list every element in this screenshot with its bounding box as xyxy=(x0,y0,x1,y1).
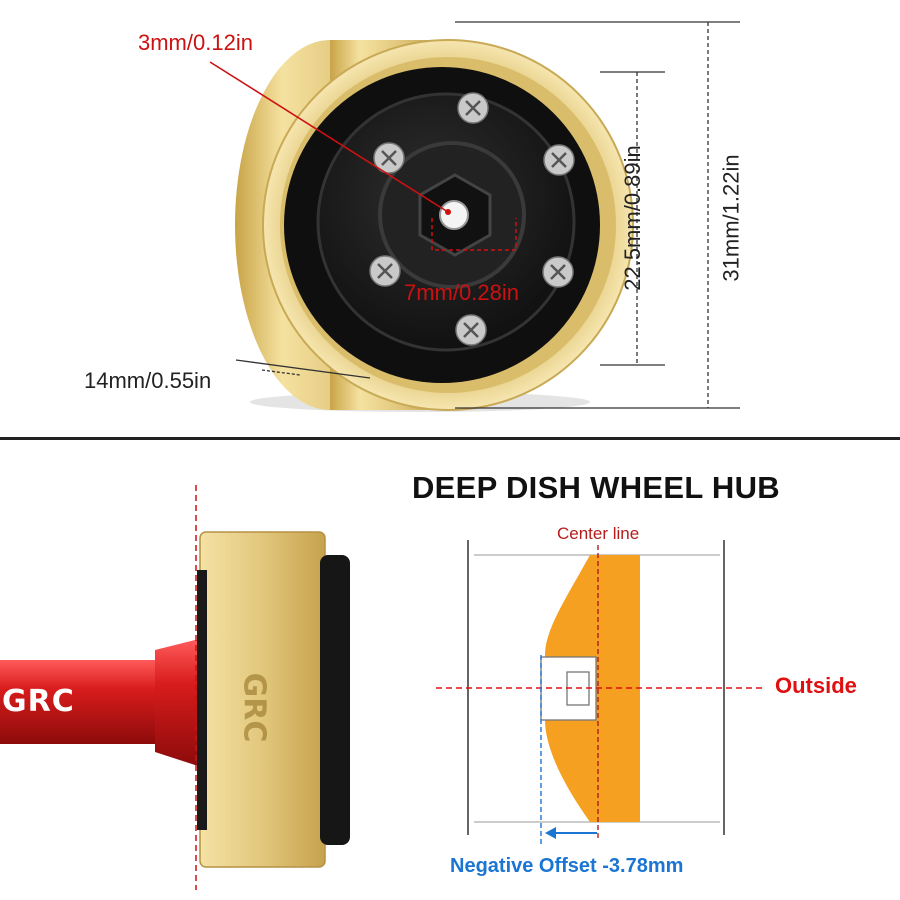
red-wrench-handle xyxy=(0,640,210,765)
brass-ring-side xyxy=(197,531,350,868)
hole-diameter-label: 3mm/0.12in xyxy=(138,30,253,55)
inner-diameter-label: 22.5mm/0.89in xyxy=(619,145,645,291)
hub-photo-top xyxy=(209,21,740,412)
brand-logo-handle: GRC xyxy=(2,684,75,719)
diagram-title: DEEP DISH WHEEL HUB xyxy=(412,470,780,505)
center-hole xyxy=(439,200,469,230)
section-divider xyxy=(0,437,900,440)
hub-photo-bottom xyxy=(0,485,765,890)
dimension-lines xyxy=(209,21,740,409)
hex-size-label: 7mm/0.28in xyxy=(404,280,519,305)
outside-label: Outside xyxy=(775,673,857,698)
center-line-label: Center line xyxy=(557,524,640,543)
wheel-diagram xyxy=(436,540,765,845)
outer-diameter-label: 31mm/1.22in xyxy=(718,154,744,282)
brand-logo-ring: GRC xyxy=(236,672,272,743)
width-label: 14mm/0.55in xyxy=(84,368,212,393)
black-hub xyxy=(284,67,600,383)
negative-offset-label: Negative Offset -3.78mm xyxy=(450,855,684,877)
